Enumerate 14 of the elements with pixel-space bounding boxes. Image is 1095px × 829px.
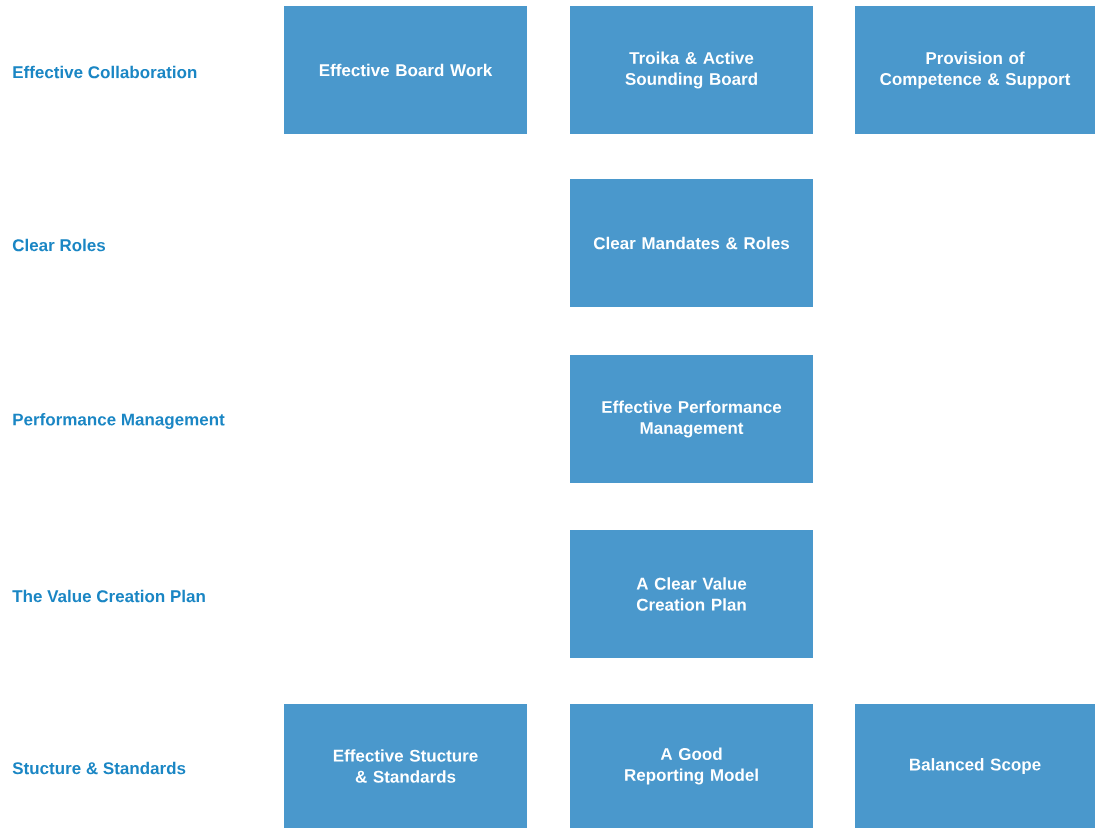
row-label: The Value Creation Plan <box>12 589 205 603</box>
text-box: Clear Mandates & Roles <box>570 179 813 307</box>
text-box: A Good Reporting Model <box>570 704 813 828</box>
text-box: Troika & Active Sounding Board <box>570 6 813 134</box>
text-box: Provision of Competence & Support <box>855 6 1095 134</box>
text-box: Balanced Scope <box>855 704 1095 828</box>
row-label: Performance Management <box>13 413 225 429</box>
text-box: Effective Stucture & Standards <box>284 704 527 828</box>
row-label: Clear Roles <box>12 238 105 252</box>
row-label: Effective Collaboration <box>13 65 197 79</box>
row-label: Stucture & Standards <box>12 761 186 775</box>
text-box: A Clear Value Creation Plan <box>570 530 813 658</box>
text-box: Effective Performance Management <box>570 355 813 483</box>
text-box: Effective Board Work <box>284 6 527 134</box>
